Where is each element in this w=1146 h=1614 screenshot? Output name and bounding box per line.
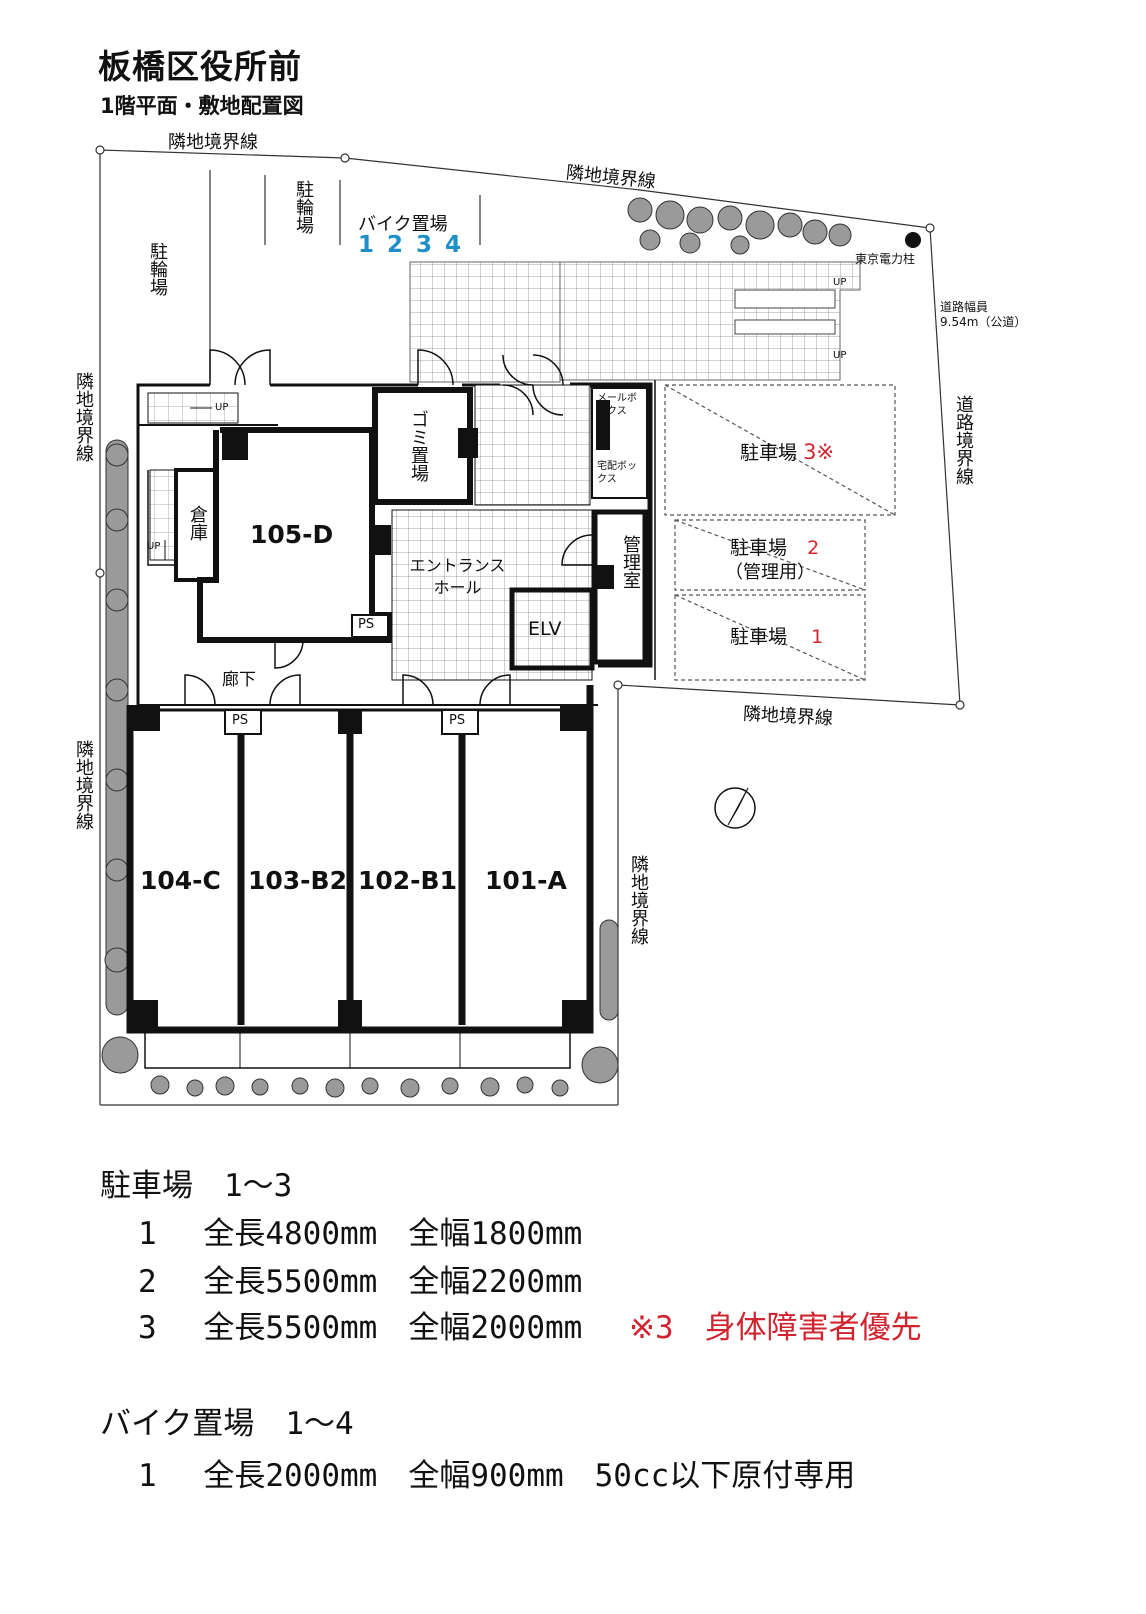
bike-heading: バイク置場 1～4 [100,1406,354,1442]
hedge-bottom [150,1075,569,1098]
room-105: 105-D [250,520,334,549]
page-subtitle: 1階平面・敷地配置図 [100,94,304,118]
road-width-value: 9.54m（公道） [940,315,1027,329]
up-label: UP [833,277,847,288]
delivery-box: 宅配ボックス [597,461,637,485]
room-103: 103-B2 [248,866,348,895]
bicycle-parking-top: 駐輪場 [293,180,314,234]
bike-slot-3: 3 [416,232,446,258]
boundary-label-right-middle: 隣地境界線 [742,703,834,730]
corridor: 廊下 [222,670,256,690]
boundary-label-right-lower: 隣地境界線 [628,855,649,945]
parking-heading: 駐車場 1～3 [100,1168,293,1204]
parking-row-2: 2 全長5500mm 全幅2200mm [138,1264,583,1300]
north-arrow-icon [714,787,756,829]
bike-parking-numbers: 1234 [358,232,474,258]
building-walls [126,380,656,1069]
parking-2-label: 駐車場 2 [730,537,820,559]
parking-1-label: 駐車場 1 [730,626,824,648]
storage-room: 倉庫 [187,505,208,541]
paved-approach [409,261,861,383]
bike-parking-label: バイク置場 [358,214,448,235]
management-office: 管理室 [620,535,641,589]
elevator: ELV [528,618,562,640]
floor-plan [95,145,965,1106]
hedge-top [627,197,852,255]
power-pole-label: 東京電力柱 [855,252,916,266]
boundary-label-top-left: 隣地境界線 [168,132,258,153]
road-width-label: 道路幅員 [940,300,989,314]
site-boundary [95,145,965,1106]
columns [130,400,614,1030]
power-pole-marker [905,232,921,248]
parking-2-number: 2 [807,537,820,559]
up-label: UP [147,541,161,552]
room-104: 104-C [140,866,221,895]
up-label: UP [215,402,229,413]
pipe-shaft: PS [232,713,249,728]
hedge-right [581,919,619,1084]
hedge-left [101,439,139,1074]
entrance-hall: エントランスホール [409,556,506,597]
room-102: 102-B1 [358,866,458,895]
stair-arrows [164,407,212,560]
boundary-label-left-lower: 隣地境界線 [73,740,94,830]
page-title: 板橋区役所前 [98,47,302,86]
parking-2-sub: （管理用） [725,562,815,583]
road-boundary-label: 道路境界線 [953,395,974,485]
doors [184,349,593,706]
parking-3-number: 3※ [803,440,835,464]
parking-3-label: 駐車場 3※ [740,440,835,464]
bicycle-parking-left: 駐輪場 [147,242,168,296]
bike-slot-1: 1 [358,232,388,258]
parking-row-1: 1 全長4800mm 全幅1800mm [138,1216,583,1252]
bike-slot-4: 4 [445,232,475,258]
bike-slot-2: 2 [387,232,417,258]
parking-row-3: 3 全長5500mm 全幅2000mm ※3 身体障害者優先 [138,1310,922,1346]
garbage-room: ゴミ置場 [408,410,429,482]
parking-boxes [664,384,896,681]
pipe-shaft: PS [358,617,375,632]
boundary-label-left-upper: 隣地境界線 [73,372,94,462]
room-101: 101-A [485,866,567,895]
bicycle-dividers [209,170,481,380]
bike-row-1: 1 全長2000mm 全幅900mm 50cc以下原付専用 [138,1458,856,1494]
mailbox: メールボックス [597,393,637,417]
parking-1-number: 1 [811,626,824,648]
priority-note: ※3 身体障害者優先 [628,1310,922,1346]
pipe-shaft: PS [449,713,466,728]
up-label: UP [833,350,847,361]
